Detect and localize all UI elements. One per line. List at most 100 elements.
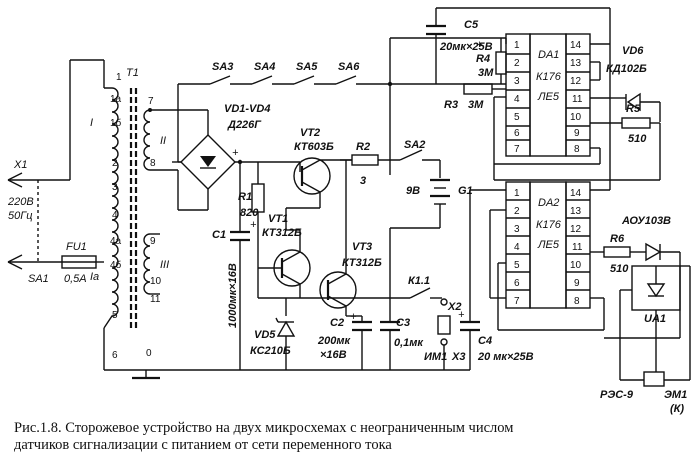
svg-text:VD5: VD5 [254, 329, 276, 341]
svg-text:КТ312Б: КТ312Б [262, 227, 302, 239]
svg-text:R4: R4 [476, 53, 490, 65]
svg-text:4б: 4б [110, 259, 122, 271]
svg-text:АОУ103В: АОУ103В [621, 215, 671, 227]
svg-text:9: 9 [150, 236, 156, 247]
svg-text:(К): (К) [670, 403, 684, 415]
r3-resistor [463, 83, 493, 95]
svg-text:510: 510 [628, 133, 647, 145]
switch-section: VT3 КТ312Б C2 + 200мк ×16В C3 0,1мк [317, 160, 424, 370]
svg-text:VD6: VD6 [622, 45, 644, 57]
svg-text:+: + [458, 309, 465, 321]
transformer-t1: T1 1 1а 1б 2 3 4 4а 4б 5 6 7 8 9 10 11 0 [90, 60, 178, 361]
svg-text:14: 14 [570, 188, 582, 199]
svg-text:1: 1 [514, 40, 520, 51]
r5-resistor [621, 117, 651, 129]
svg-text:VT1: VT1 [268, 213, 288, 225]
svg-text:13: 13 [570, 206, 582, 217]
svg-text:II: II [160, 135, 166, 147]
svg-text:R1: R1 [238, 191, 252, 203]
r2-resistor [351, 154, 379, 166]
svg-text:1000мк×16В: 1000мк×16В [227, 263, 239, 328]
capacitor-c1: C1 + 1000мк×16В [212, 159, 257, 370]
da2-right-pins [565, 181, 591, 309]
svg-text:КТ603Б: КТ603Б [294, 141, 334, 153]
svg-text:1б: 1б [110, 117, 122, 129]
mains-input: X1 220В 50Гц SA1 FU1 0,5А [7, 59, 104, 285]
svg-text:3М: 3М [478, 67, 494, 79]
svg-text:SA3: SA3 [212, 61, 233, 73]
svg-text:820: 820 [240, 207, 259, 219]
svg-text:X3: X3 [451, 351, 465, 363]
stabilizer: R1 820 VT2 КТ603Б VT1 КТ312Б VD5 КС210Б [238, 127, 390, 370]
svg-text:9: 9 [574, 278, 580, 289]
svg-text:VD1-VD4: VD1-VD4 [224, 103, 270, 115]
chip-da1: DA1 К176 ЛЕ5 1 2 3 4 5 6 7 14 13 12 11 1… [493, 8, 611, 180]
svg-text:+: + [476, 39, 483, 51]
svg-text:VT3: VT3 [352, 241, 372, 253]
sa1-label: SA1 [28, 273, 49, 285]
svg-text:+: + [250, 219, 257, 231]
svg-text:C2: C2 [330, 317, 344, 329]
svg-text:5: 5 [514, 260, 520, 271]
mains-voltage: 220В [7, 196, 34, 208]
svg-text:3: 3 [360, 175, 366, 187]
svg-text:9В: 9В [406, 185, 420, 197]
caption-line-2: датчиков сигнализации с питанием от сети… [14, 437, 392, 453]
svg-text:R3: R3 [444, 99, 458, 111]
svg-text:III: III [160, 259, 169, 271]
svg-text:К176: К176 [536, 71, 562, 83]
svg-text:SA2: SA2 [404, 139, 425, 151]
svg-text:R2: R2 [356, 141, 370, 153]
chip-da2: DA2 К176 ЛЕ5 1 2 3 4 5 6 7 14 13 12 11 1… [469, 164, 611, 331]
svg-text:13: 13 [570, 58, 582, 69]
svg-text:12: 12 [570, 76, 582, 87]
svg-text:8: 8 [574, 144, 580, 155]
svg-text:КТ312Б: КТ312Б [342, 257, 382, 269]
sa1-arrow-icon [7, 254, 23, 270]
svg-text:C1: C1 [212, 229, 226, 241]
svg-text:X2: X2 [447, 301, 461, 313]
svg-text:ЛЕ5: ЛЕ5 [537, 239, 560, 251]
svg-text:G1: G1 [458, 185, 473, 197]
svg-text:20мк×25В: 20мк×25В [439, 41, 493, 53]
vd5-zener-icon [276, 320, 296, 337]
svg-text:DA2: DA2 [538, 197, 559, 209]
svg-text:8: 8 [150, 158, 156, 169]
svg-text:0,1мк: 0,1мк [394, 337, 424, 349]
svg-text:5: 5 [514, 112, 520, 123]
svg-text:C3: C3 [396, 317, 410, 329]
svg-text:6: 6 [112, 350, 118, 361]
vt2-transistor [293, 157, 331, 195]
svg-text:КС210Б: КС210Б [250, 345, 291, 357]
svg-text:11: 11 [572, 94, 583, 105]
svg-text:0: 0 [146, 348, 152, 359]
svg-text:10: 10 [150, 276, 162, 287]
svg-text:200мк: 200мк [317, 335, 351, 347]
svg-text:2: 2 [514, 206, 520, 217]
figure-caption: Рис.1.8. Сторожевое устройство на двух м… [14, 420, 694, 454]
mains-frequency: 50Гц [8, 210, 33, 222]
svg-text:Д226Г: Д226Г [227, 119, 262, 131]
svg-text:+: + [350, 311, 357, 323]
fu1-rating: 0,5А [64, 273, 87, 285]
svg-text:20 мк×25В: 20 мк×25В [477, 351, 534, 363]
svg-text:К176: К176 [536, 219, 562, 231]
svg-text:ЭМ1: ЭМ1 [664, 389, 687, 401]
diode-bridge: VD1-VD4 Д226Г + [172, 103, 270, 211]
svg-text:4: 4 [514, 242, 520, 253]
fu1-label: FU1 [66, 241, 87, 253]
svg-text:КД102Б: КД102Б [606, 63, 647, 75]
svg-text:SA6: SA6 [338, 61, 360, 73]
output-section: АОУ103В R6 510 UA1 РЭС-9 ЭМ1 (К) [590, 215, 691, 415]
svg-text:2: 2 [514, 58, 520, 69]
svg-text:ЛЕ5: ЛЕ5 [537, 91, 560, 103]
svg-text:C5: C5 [464, 19, 479, 31]
svg-text:4а: 4а [110, 236, 122, 247]
svg-text:9: 9 [574, 128, 580, 139]
svg-text:6: 6 [514, 128, 520, 139]
svg-text:3: 3 [514, 224, 520, 235]
svg-text:×16В: ×16В [320, 349, 347, 361]
svg-text:SA4: SA4 [254, 61, 275, 73]
svg-text:К1.1: К1.1 [408, 275, 430, 287]
